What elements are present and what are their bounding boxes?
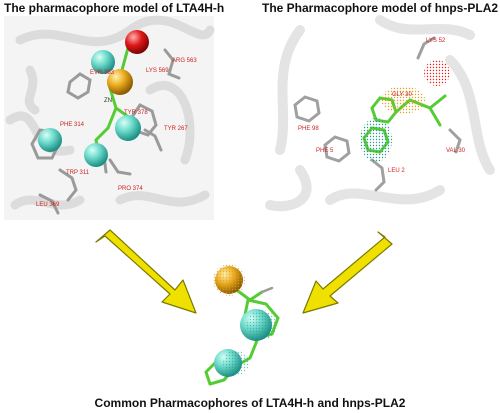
- left-residue-label: ZN: [104, 98, 112, 104]
- left-protein-ribbons: [5, 15, 215, 210]
- bottom-caption: Common Pharmacophores of LTA4H-h and hnp…: [94, 396, 406, 410]
- left-residue-label: LEU 369: [36, 202, 60, 208]
- right-hydrophobic-feature: [360, 118, 392, 162]
- left-residue-label: TYR 267: [164, 126, 188, 132]
- left-hydrophobic-sphere-1: [91, 50, 115, 74]
- right-residue-label: PHE 5: [316, 148, 334, 154]
- left-hydrophobic-sphere-4: [84, 143, 108, 167]
- right-residue-label: GLY 30: [392, 92, 412, 98]
- right-arrow: [302, 231, 393, 314]
- right-residue-label: LYS 52: [426, 38, 446, 44]
- right-panel: LYS 52 GLY 30 PHE 98 PHE 5 VAL 30 LEU 2: [262, 15, 496, 220]
- left-hb-donor-sphere: [125, 30, 149, 54]
- left-panel: EVR 383 LYS 569 ARG 563 ZN TYR 378 PHE 3…: [4, 15, 215, 220]
- left-hydrophobic-sphere-2: [115, 115, 141, 141]
- common-hydrophobic-feature-1: [247, 310, 277, 340]
- left-residue-label: LYS 569: [146, 68, 169, 74]
- common-ligand-atoms: [260, 286, 274, 294]
- left-residue-label: ARG 563: [172, 58, 197, 64]
- common-hydrophobic-feature-2: [223, 350, 249, 376]
- left-residue-label: PRO 374: [118, 186, 143, 192]
- left-hydrophobic-sphere-3: [38, 128, 62, 152]
- right-residue-sticks: [293, 36, 462, 192]
- left-arrow: [95, 229, 197, 314]
- right-residue-label: PHE 98: [298, 126, 319, 132]
- left-residue-label: EVR 383: [90, 70, 115, 76]
- left-hb-acceptor-sphere: [107, 69, 133, 95]
- right-panel-title: The Pharmacophore model of hnps-PLA2: [262, 1, 499, 15]
- left-panel-title: The pharmacophore model of LTA4H-h: [4, 1, 225, 15]
- left-residue-label: PHE 314: [60, 122, 85, 128]
- right-residue-label: VAL 30: [446, 148, 466, 154]
- common-pharmacophore: [204, 264, 280, 386]
- right-protein-ribbons: [265, 15, 495, 212]
- right-hb-donor-feature: [424, 60, 450, 86]
- left-panel-background: [4, 16, 214, 220]
- right-hb-acceptor-feature: [381, 86, 425, 114]
- common-hb-acceptor-feature: [213, 264, 245, 296]
- left-residue-label: TRP 311: [66, 170, 90, 176]
- right-residue-label: LEU 2: [388, 168, 405, 174]
- left-residue-label: TYR 378: [124, 110, 148, 116]
